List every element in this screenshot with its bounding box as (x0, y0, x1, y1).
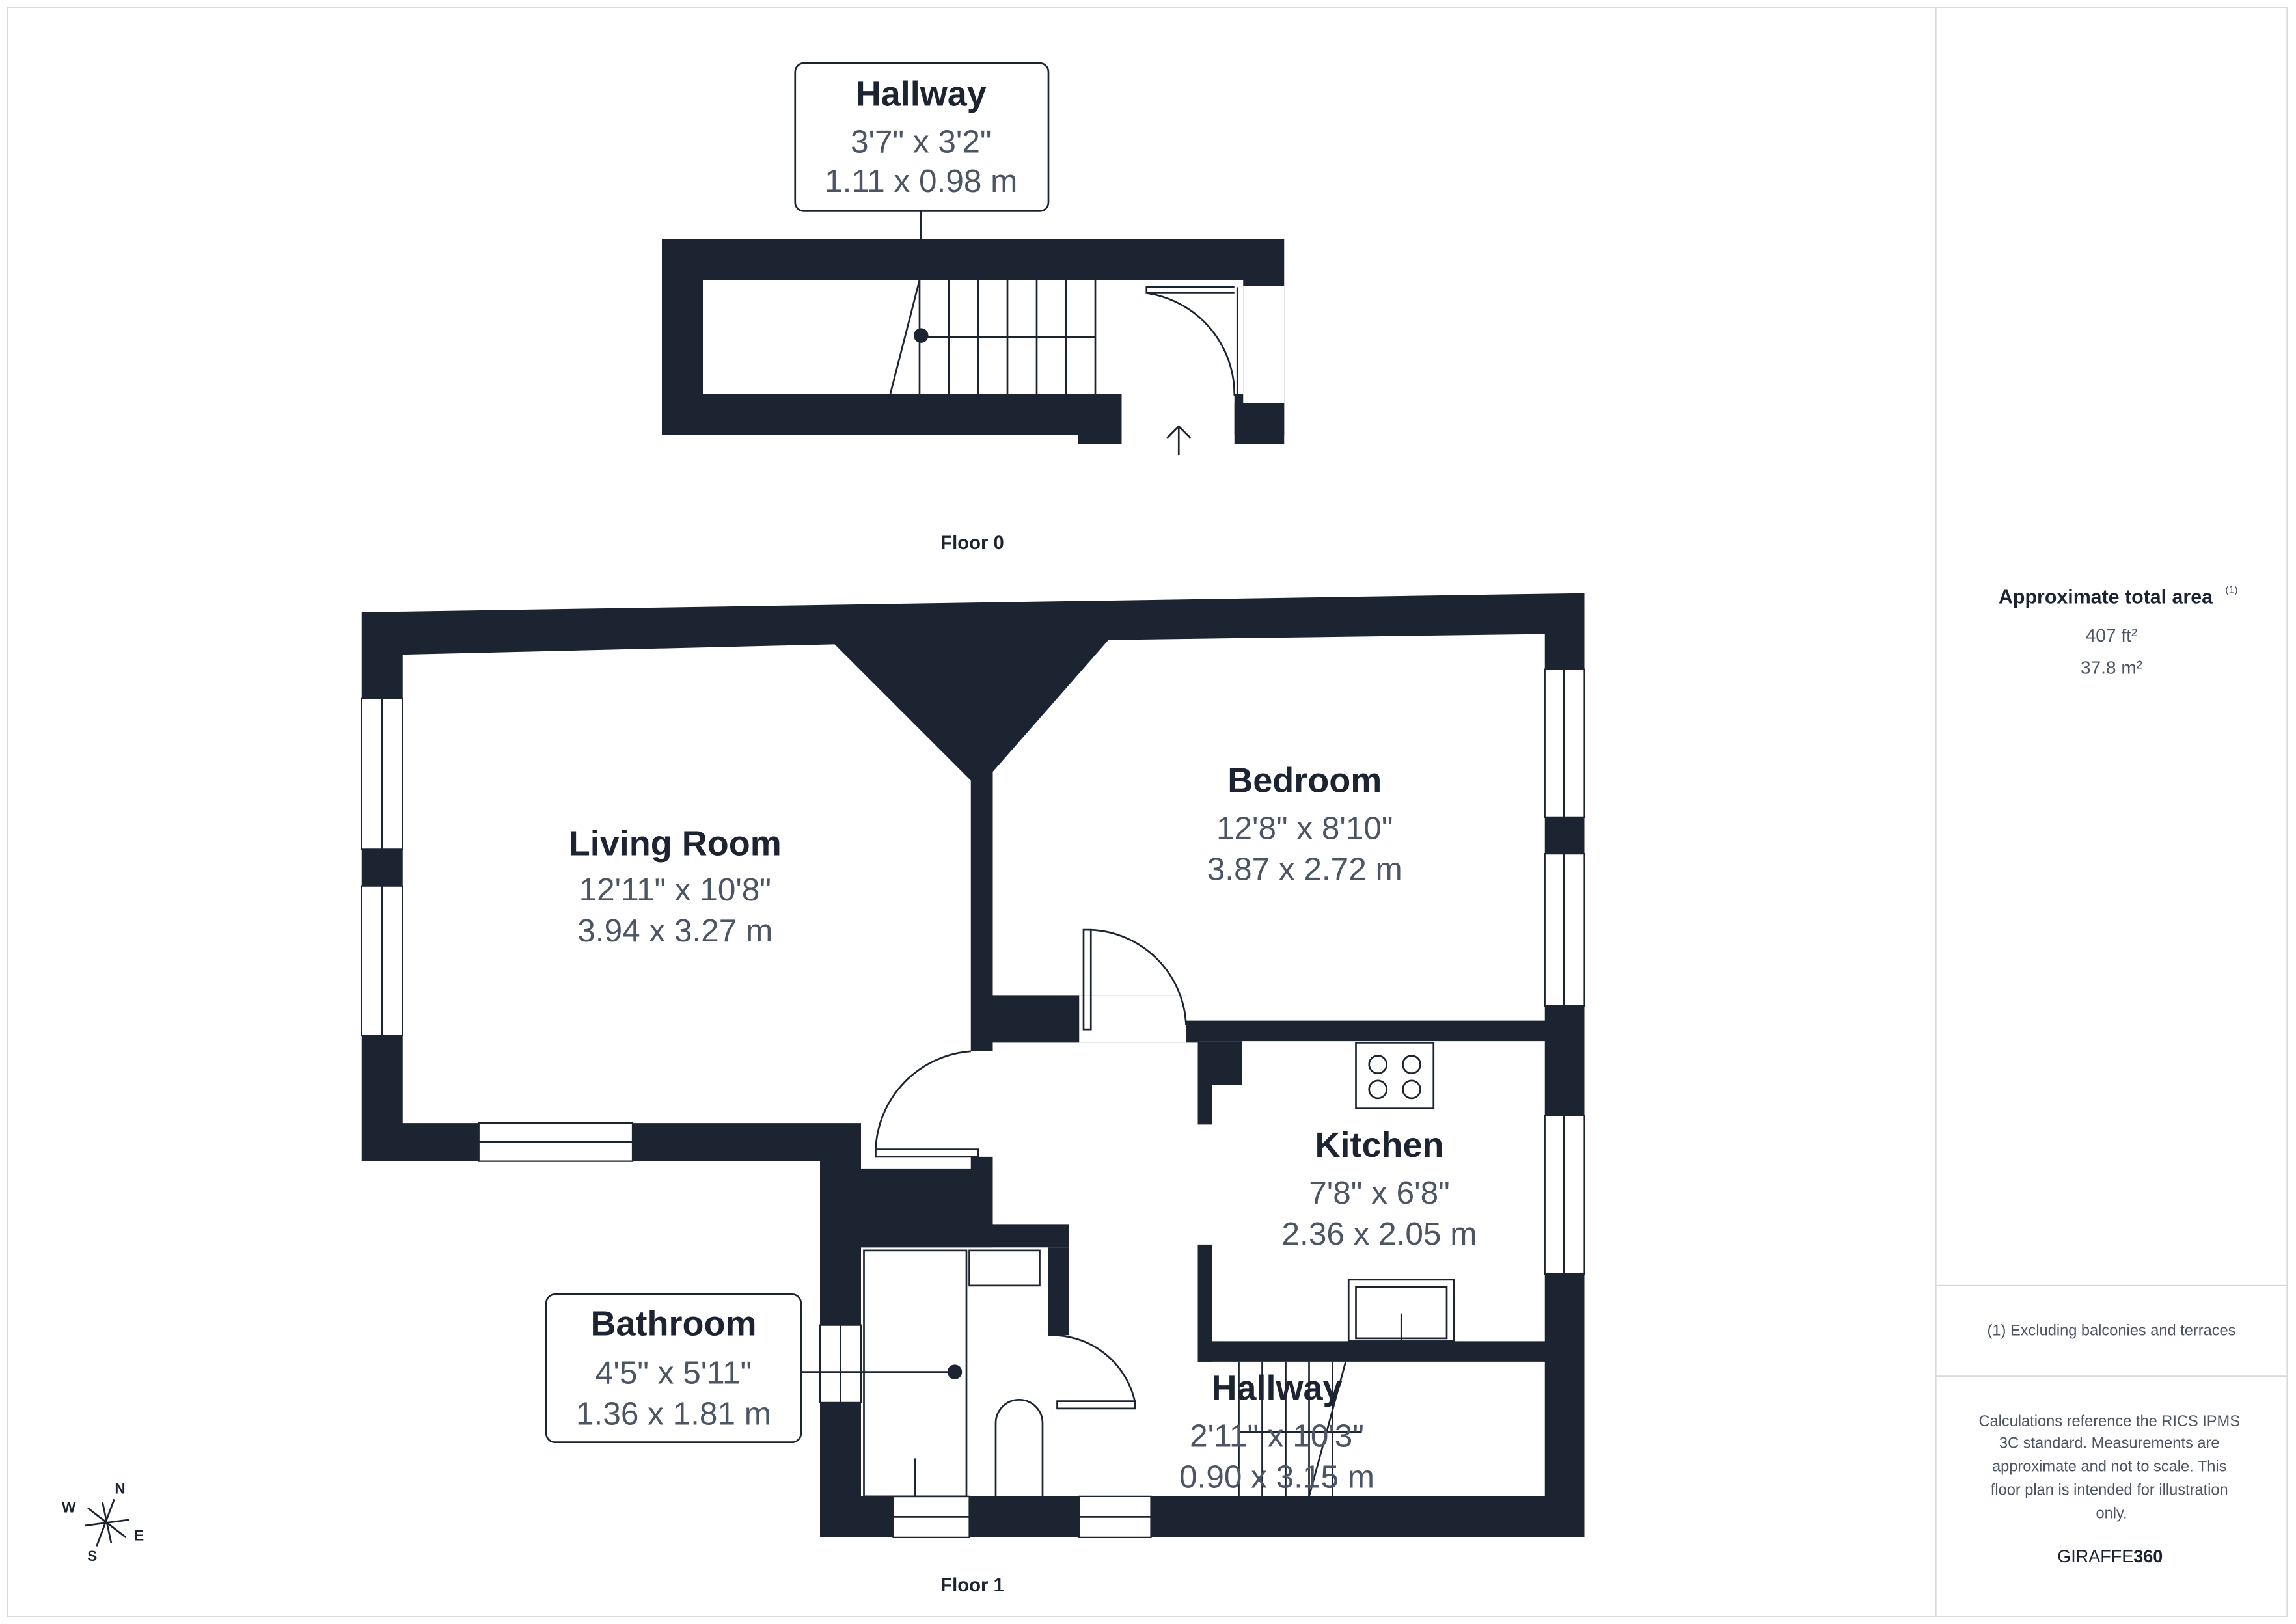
doors (861, 928, 1187, 1410)
room-dims-metric: 0.90 x 3.15 m (1179, 1459, 1374, 1495)
toilet-icon (994, 1399, 1044, 1496)
floor-0-plan: Hallway 3'7" x 3'2" 1.11 x 0.98 m Floor … (662, 62, 1285, 554)
svg-text:N: N (115, 1480, 125, 1496)
bedroom-area (992, 634, 1545, 1021)
room-dims-imperial: 12'8" x 8'10" (1216, 811, 1393, 846)
room-dims-imperial: 3'7" x 3'2" (851, 124, 991, 159)
room-dims-imperial: 12'11" x 10'8" (579, 872, 771, 908)
lower-hallway-area (1069, 1361, 1545, 1496)
page-border (7, 7, 2288, 1617)
stairs (1238, 1361, 1362, 1497)
room-name: Bathroom (591, 1304, 757, 1343)
room-dims-imperial: 2'11" x 10'3" (1190, 1418, 1364, 1454)
area-footnote-mark: (1) (2225, 585, 2237, 596)
room-dims-metric: 3.87 x 2.72 m (1207, 852, 1402, 887)
floor-label: Floor 0 (940, 533, 1004, 554)
entrance-door (1145, 286, 1236, 396)
svg-text:W: W (62, 1500, 76, 1516)
room-label-box (794, 62, 1050, 212)
svg-text:E: E (134, 1527, 144, 1543)
room-dims-metric: 3.94 x 3.27 m (577, 913, 772, 949)
footnote: (1) Excluding balconies and terraces (1988, 1322, 2236, 1339)
room-dims-imperial: 4'5" x 5'11" (595, 1355, 752, 1391)
area-ft: 407 ft² (2086, 625, 2138, 645)
entrance-arrow-icon (1166, 425, 1192, 456)
kitchen-area (1212, 1041, 1545, 1342)
room-label-box (545, 1293, 802, 1443)
windows (361, 668, 1585, 1538)
stairs (889, 279, 1097, 394)
room-name: Bedroom (1227, 761, 1382, 800)
basin-icon (968, 1249, 1041, 1287)
info-panel: Approximate total area (1) 407 ft² 37.8 … (1978, 585, 2244, 1567)
floor-1-plan: Living Room 12'11" x 10'8" 3.94 x 3.27 m… (361, 593, 1585, 1596)
room-name: Hallway (1211, 1368, 1342, 1407)
room-dims-metric: 1.11 x 0.98 m (825, 163, 1017, 199)
hob-icon (1355, 1042, 1435, 1109)
room-dims-imperial: 7'8" x 6'8" (1309, 1175, 1449, 1211)
brand-logo: GIRAFFE360 (2057, 1547, 2163, 1566)
area-title: Approximate total area (1999, 586, 2213, 608)
fixtures (863, 1042, 1455, 1498)
room-name: Living Room (569, 824, 782, 863)
disclaimer: Calculations reference the RICS IPMS 3C … (1978, 1413, 2244, 1522)
room-dims-metric: 2.36 x 2.05 m (1282, 1216, 1477, 1252)
area-m: 37.8 m² (2081, 657, 2142, 677)
floor-label: Floor 1 (940, 1575, 1004, 1596)
room-name: Hallway (856, 74, 987, 113)
svg-text:S: S (87, 1548, 97, 1564)
room-dims-metric: 1.36 x 1.81 m (576, 1396, 771, 1432)
room-name: Kitchen (1315, 1126, 1443, 1165)
living-room-area (402, 644, 971, 1124)
compass-icon: N E S W (62, 1480, 144, 1564)
